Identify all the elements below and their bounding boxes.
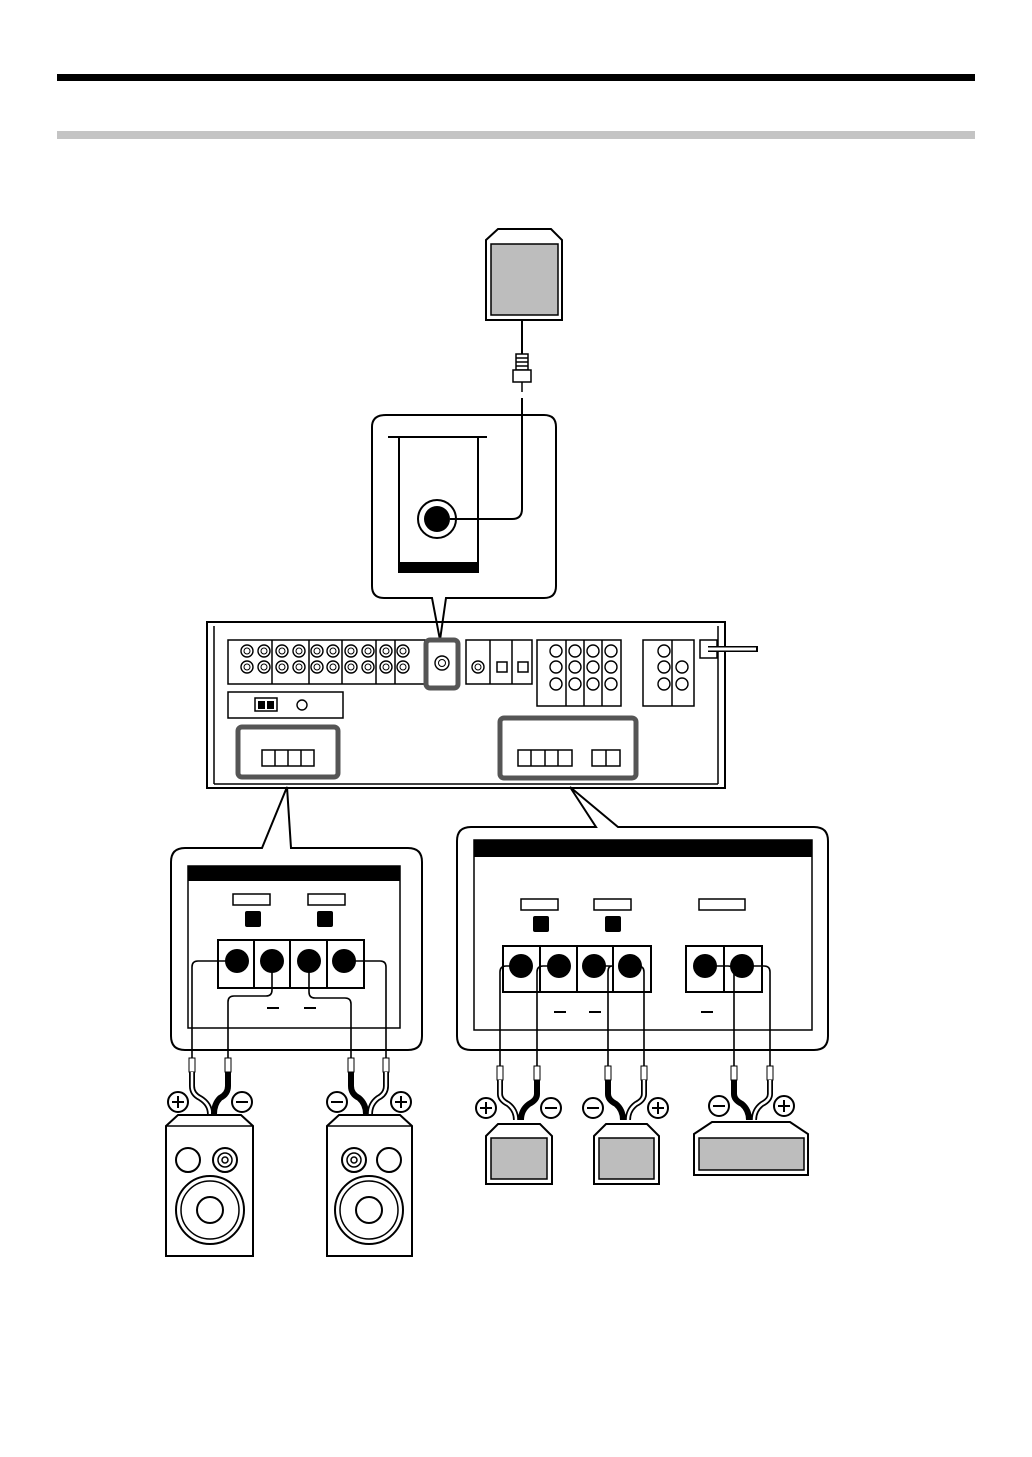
speaker-cable-left-front — [189, 1058, 231, 1114]
optical-jack-icon — [497, 662, 507, 672]
plus-icon — [476, 1098, 496, 1118]
optical-jack-icon — [518, 662, 528, 672]
speaker-cable-right-front — [348, 1058, 389, 1114]
front-speaker-terminals-callout — [171, 787, 422, 1050]
surround-speaker-terminals-callout — [457, 787, 828, 1050]
rca-plug-icon — [513, 354, 531, 392]
speaker-cable-surround-back — [731, 1066, 773, 1120]
receiver-rear-panel — [207, 622, 758, 788]
center-speaker — [486, 1124, 552, 1184]
plus-icon — [391, 1092, 411, 1112]
minus-icon — [541, 1098, 561, 1118]
subwoofer — [486, 229, 562, 392]
plus-icon — [168, 1092, 188, 1112]
plus-icon — [648, 1098, 668, 1118]
subwoofer-out-callout — [372, 398, 556, 640]
surround-speaker — [594, 1124, 659, 1184]
front-right-speaker — [327, 1115, 412, 1256]
minus-icon — [232, 1092, 252, 1112]
front-left-speaker — [166, 1115, 253, 1256]
speaker-cable-surround — [605, 1066, 647, 1120]
plus-icon — [774, 1096, 794, 1116]
minus-icon — [583, 1098, 603, 1118]
speaker-cable-center — [497, 1066, 540, 1120]
minus-icon — [327, 1092, 347, 1112]
minus-icon — [709, 1096, 729, 1116]
surround-back-speaker — [694, 1122, 808, 1175]
subwoofer-jack-icon — [424, 506, 450, 532]
